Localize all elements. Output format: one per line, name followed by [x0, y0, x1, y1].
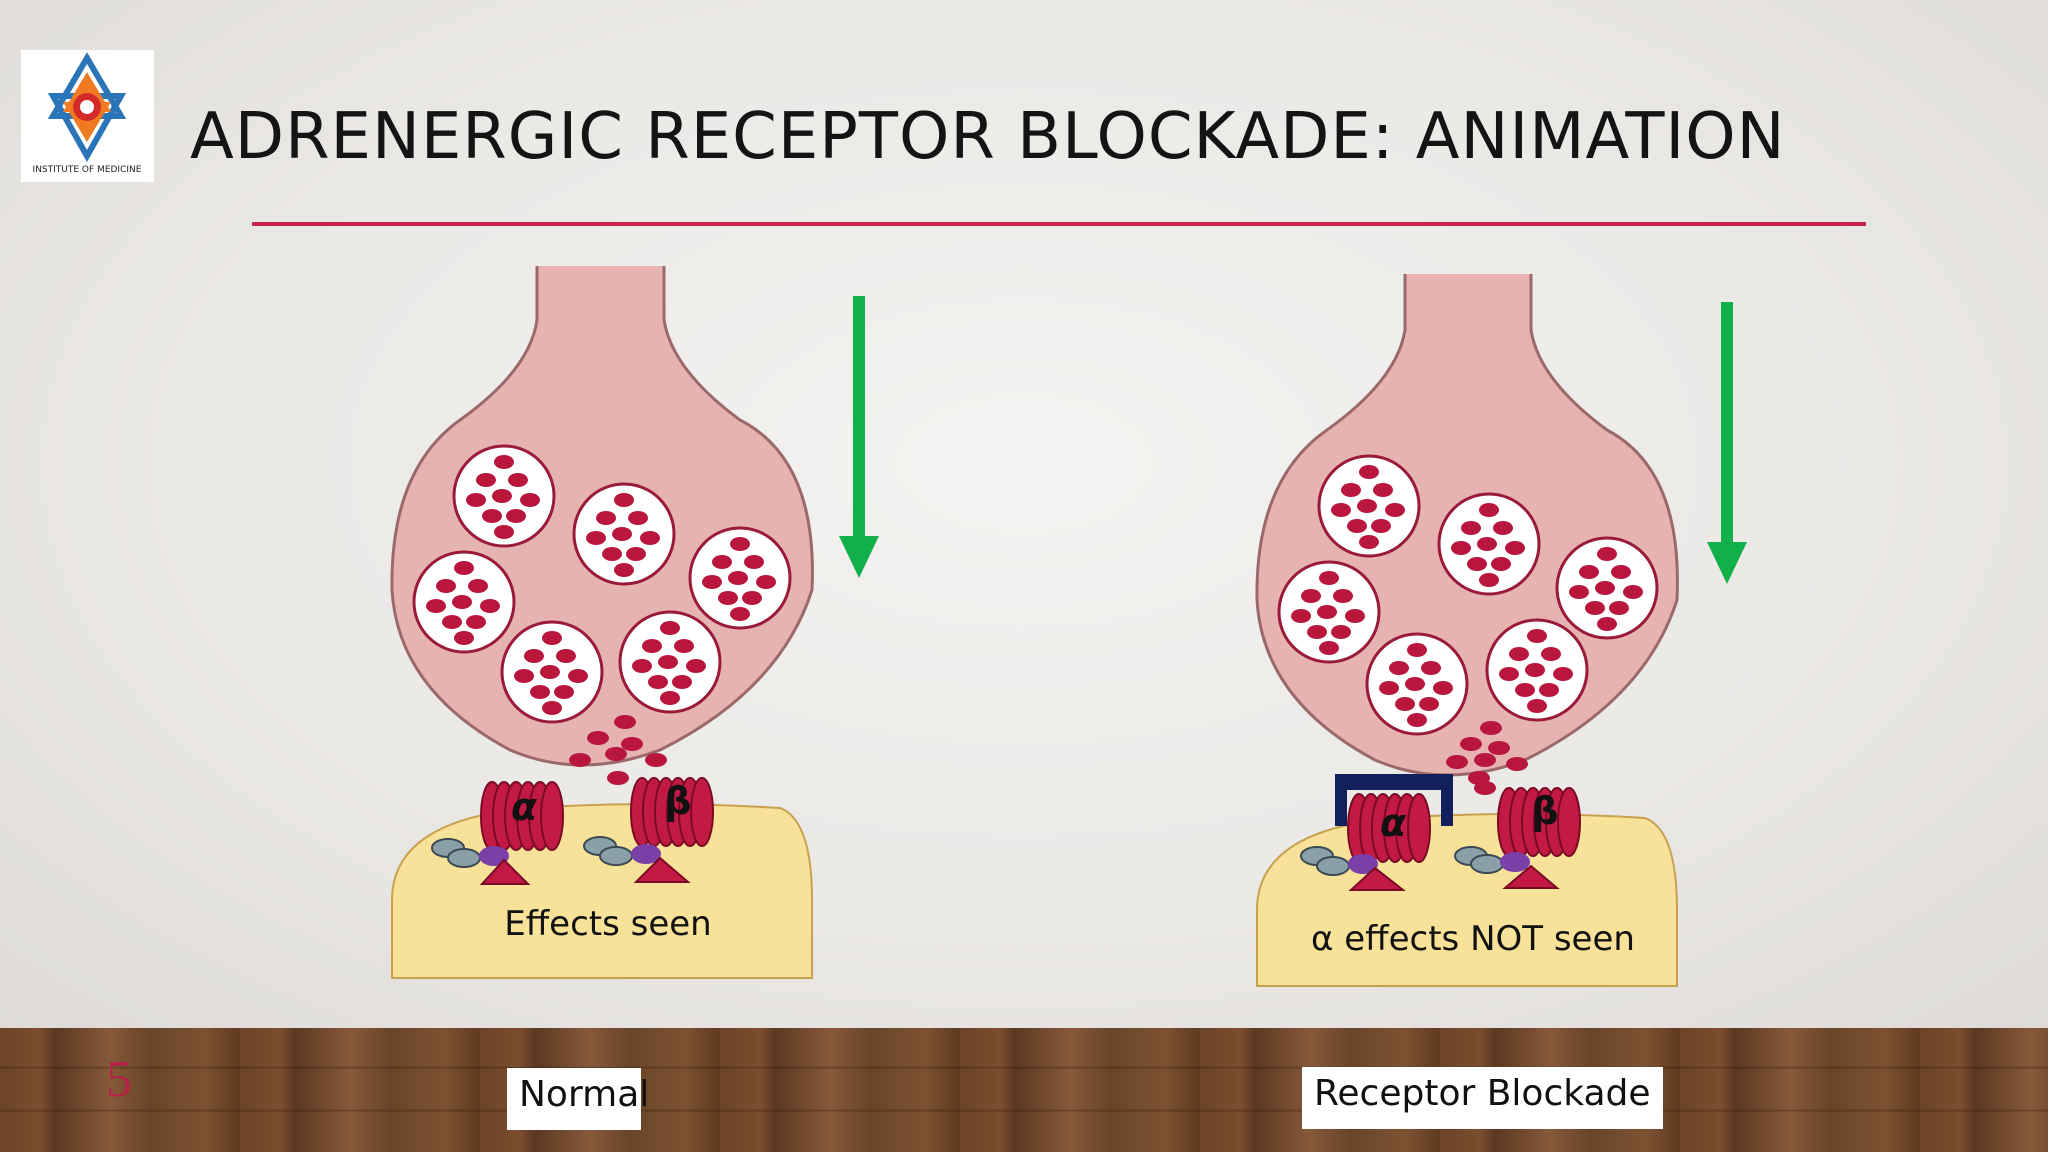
slide-number: 5: [106, 1051, 132, 1108]
alpha-receptor: [1347, 793, 1431, 863]
alpha-blocker: [1335, 774, 1453, 826]
blockade-synapse-diagram: α β α effects NOT seen: [1255, 274, 1679, 987]
g-protein-complex: [583, 836, 691, 883]
vesicle: [452, 444, 556, 548]
vesicle: [412, 550, 516, 654]
vesicle: [500, 620, 604, 724]
title-divider: [252, 222, 1866, 226]
institute-logo: INSTITUTE OF MEDICINE: [21, 50, 154, 182]
vesicle: [572, 482, 676, 586]
slide-background: [0, 0, 2048, 1030]
g-protein-complex: [1300, 846, 1406, 891]
vesicle: [1365, 632, 1469, 736]
vesicle: [1277, 560, 1381, 664]
beta-label: β: [664, 779, 691, 823]
effect-text: Effects seen: [504, 904, 711, 944]
caption-receptor-blockade: Receptor Blockade: [1302, 1067, 1663, 1129]
release-arrow: [839, 296, 879, 578]
caption-normal: Normal: [507, 1068, 649, 1130]
beta-receptor: [630, 777, 714, 847]
slide-title: ADRENERGIC RECEPTOR BLOCKADE: ANIMATION: [190, 100, 1786, 174]
vesicle: [1317, 454, 1421, 558]
vesicle: [688, 526, 792, 630]
postsynaptic-cell: [1256, 813, 1678, 987]
vesicle: [1485, 618, 1589, 722]
release-arrow: [1707, 302, 1747, 584]
g-protein-complex: [431, 838, 531, 885]
alpha-label: α: [511, 785, 538, 829]
normal-synapse-diagram: α β Effects seen: [390, 266, 814, 979]
logo-text: INSTITUTE OF MEDICINE: [33, 165, 142, 175]
vesicle: [1437, 492, 1541, 596]
vesicle: [618, 610, 722, 714]
postsynaptic-cell: [391, 803, 813, 979]
alpha-label: α: [1380, 801, 1407, 845]
released-neurotransmitter: [569, 715, 667, 785]
beta-receptor: [1497, 787, 1581, 857]
g-protein-complex: [1454, 846, 1560, 889]
wood-floor: [0, 1028, 2048, 1152]
beta-label: β: [1531, 789, 1558, 833]
effect-text: α effects NOT seen: [1311, 919, 1635, 959]
released-neurotransmitter: [1446, 721, 1528, 795]
vesicle: [1555, 536, 1659, 640]
alpha-receptor: [480, 781, 564, 851]
